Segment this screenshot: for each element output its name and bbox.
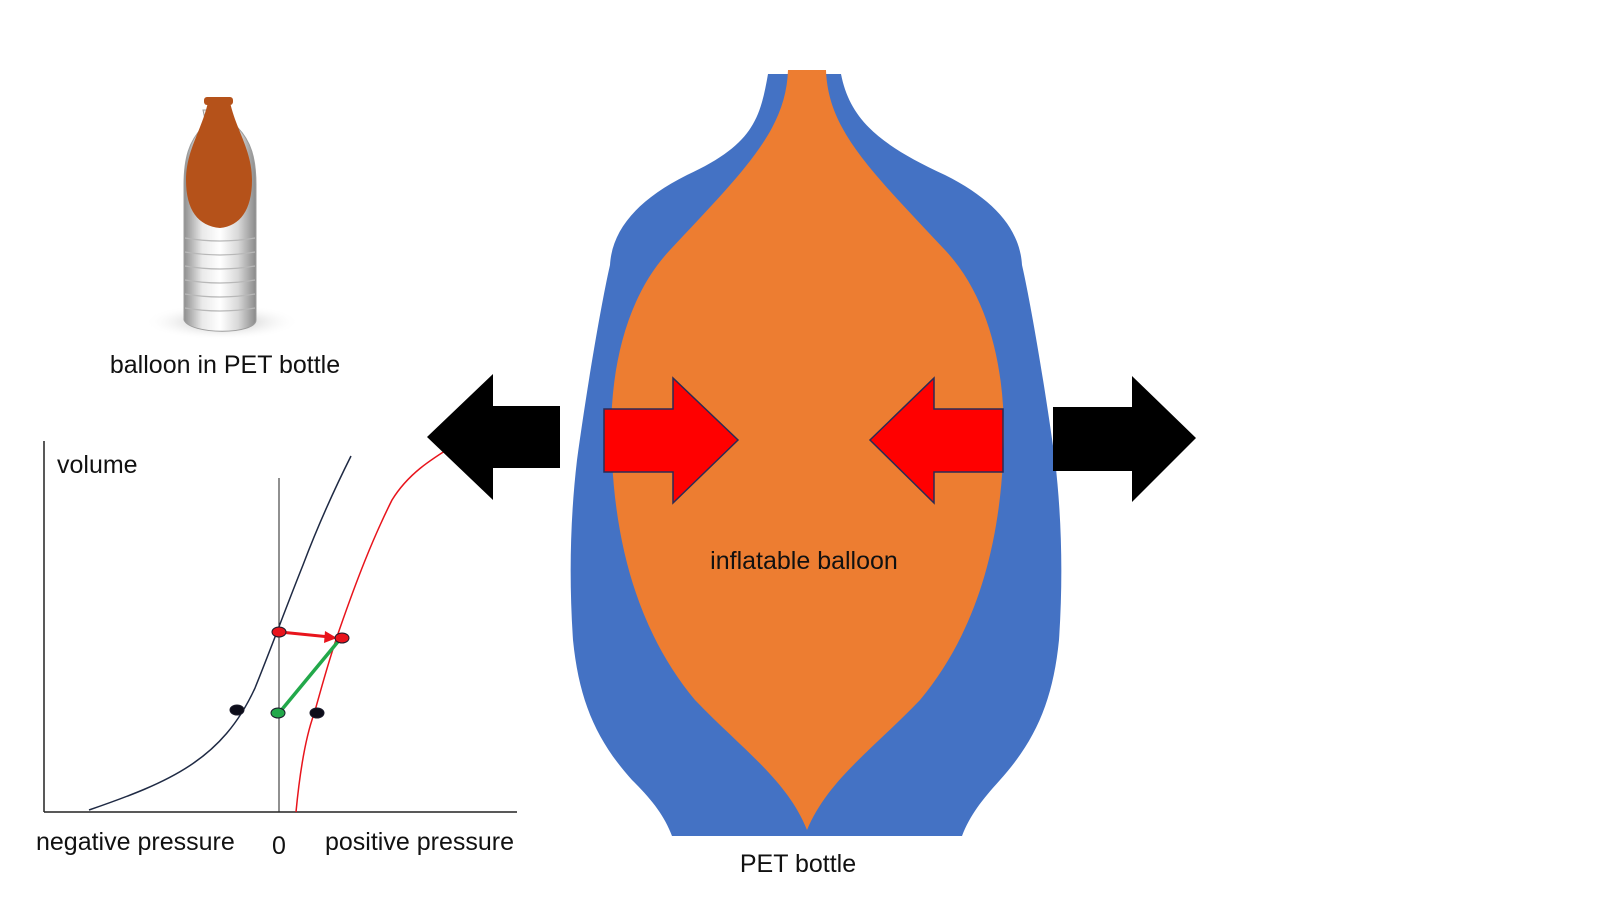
black-marker-right	[309, 707, 325, 719]
inward-arrow-left	[603, 376, 740, 505]
bottle-photo-ridges	[184, 237, 256, 312]
balloon-label: inflatable balloon	[710, 547, 898, 575]
inflatable-balloon	[611, 70, 1004, 830]
red-marker-positive	[334, 632, 350, 644]
bottle-label: PET bottle	[740, 850, 856, 878]
balloon-neck	[204, 97, 233, 105]
x-positive-label: positive pressure	[325, 828, 514, 856]
red-transition-arrow	[279, 630, 331, 639]
green-marker	[270, 707, 286, 719]
x-negative-label: negative pressure	[36, 828, 235, 856]
red-arrowhead	[324, 631, 337, 643]
inward-arrow-right	[868, 376, 1004, 505]
balloon-in-bottle	[186, 102, 252, 228]
y-axis-label: volume	[57, 451, 138, 479]
red-marker-zero	[271, 626, 287, 638]
black-marker-left	[229, 704, 245, 716]
bottle-compliance-curve	[88, 455, 352, 811]
outward-arrow-left	[427, 374, 560, 500]
outward-arrow-right	[1053, 376, 1196, 502]
x-zero-label: 0	[272, 832, 286, 860]
photo-caption: balloon in PET bottle	[110, 351, 340, 379]
green-transition-line	[277, 636, 343, 715]
bottle-photo	[144, 97, 300, 340]
pv-graph	[43, 441, 517, 813]
balloon-compliance-curve	[295, 443, 457, 813]
